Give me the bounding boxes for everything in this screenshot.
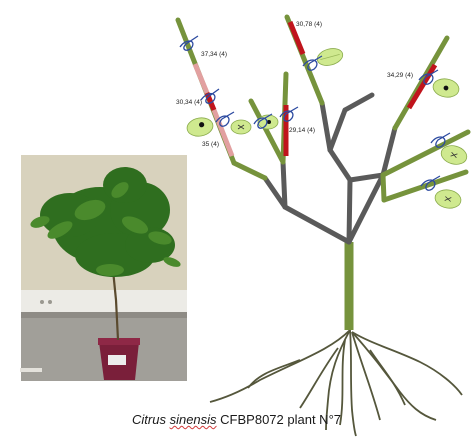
leaf-top-center — [316, 48, 344, 66]
inoculation-mark-8 — [430, 132, 451, 148]
inoculation-mark-1 — [179, 35, 199, 51]
lesion-pink-upper — [192, 63, 210, 94]
leaf-right-middle — [440, 145, 468, 165]
measurement-35: 35 (4) — [202, 141, 219, 148]
inoculation-mark-9 — [420, 175, 441, 191]
root-system — [209, 329, 463, 437]
old-wood-branches — [262, 92, 398, 245]
measurement-labels: 37,34 (4) 30,78 (4) 34,29 (4) 30,34 (4) … — [176, 21, 413, 148]
inoculation-mark-5 — [279, 106, 299, 122]
inoculation-mark-2 — [200, 88, 220, 104]
measurement-30-34: 30,34 (4) — [176, 99, 202, 106]
leaves — [186, 48, 468, 209]
lesion-red-right — [406, 63, 438, 110]
leaf-left-small — [230, 119, 252, 135]
lesion-pink-lower — [211, 109, 235, 157]
inoculation-mark-6 — [302, 55, 323, 71]
measurement-30-78: 30,78 (4) — [296, 21, 322, 28]
inoculation-mark-7 — [418, 69, 439, 85]
leaf-left-dark-spot — [186, 117, 214, 137]
figure-caption: Citrus sinensis CFBP8072 plant N°7 — [0, 412, 473, 427]
caption-strain: CFBP8072 plant N°7 — [220, 412, 341, 427]
measurement-29-14: 29,14 (4) — [289, 127, 315, 134]
plant-photo — [20, 155, 187, 381]
lesions — [192, 21, 438, 157]
caption-genus: Citrus — [132, 412, 166, 427]
inoculation-marks — [179, 35, 451, 191]
inoculation-mark-3 — [215, 111, 235, 127]
leaf-upper-right — [432, 78, 460, 98]
caption-species: sinensis — [169, 412, 217, 427]
measurement-37-34: 37,34 (4) — [201, 51, 227, 58]
leaf-center-left — [257, 114, 279, 130]
measurement-34-29: 34,29 (4) — [387, 72, 413, 79]
inoculation-mark-4 — [253, 113, 273, 129]
lesion-red-top — [287, 21, 306, 55]
lesion-red-upper — [204, 92, 217, 111]
leaf-right-lower — [434, 189, 462, 209]
